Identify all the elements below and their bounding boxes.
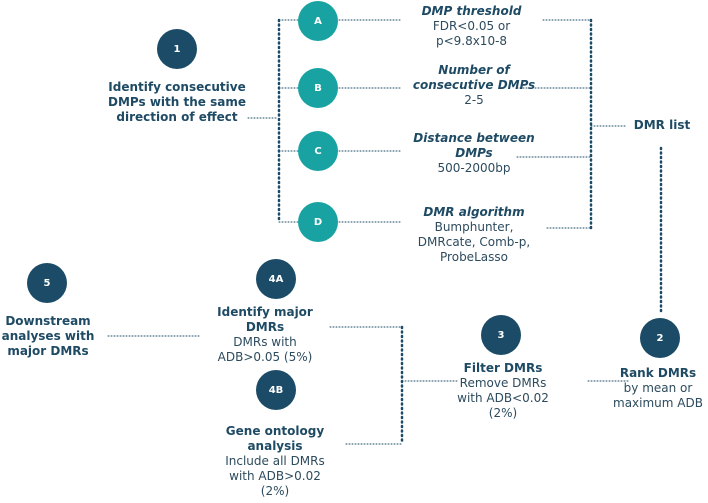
step-4b-text: Gene ontology analysis Include all DMRs … <box>204 424 346 499</box>
step-a-badge: A <box>298 1 338 41</box>
step-c-text: Distance between DMPs 500-2000bp <box>400 131 548 176</box>
step-b-title-1: Number of <box>438 63 510 77</box>
step-2-badge: 2 <box>640 318 680 358</box>
step-1-title: Identify consecutive DMPs with the same … <box>108 80 246 124</box>
step-d-badge: D <box>298 202 338 242</box>
step-5-title-2: analyses with <box>1 329 95 343</box>
dmr-list-label: DMR list <box>633 118 691 132</box>
step-b-badge: B <box>298 68 338 108</box>
step-d-title: DMR algorithm <box>423 205 525 219</box>
step-4b-desc-2: with ADB>0.02 <box>229 469 321 483</box>
step-b-desc: 2-5 <box>464 93 484 107</box>
step-2-title: Rank DMRs <box>619 366 697 380</box>
step-3-title: Filter DMRs <box>463 361 543 375</box>
step-a-text: DMP threshold FDR<0.05 or p<9.8x10-8 <box>400 4 543 49</box>
step-3-desc-2: with ADB<0.02 <box>457 391 549 405</box>
step-3-badge: 3 <box>481 315 521 355</box>
step-d-letter: D <box>313 216 323 228</box>
step-c-title-2: DMPs <box>455 146 493 160</box>
step-d-desc-2: DMRcate, Comb-p, <box>417 235 531 249</box>
step-b-letter: B <box>314 82 322 94</box>
step-4a-title-1: Identify major <box>217 305 313 319</box>
step-4a-desc-1: DMRs with <box>233 335 297 349</box>
step-c-badge: C <box>298 131 338 171</box>
step-3-desc-1: Remove DMRs <box>459 376 547 390</box>
step-b-title-2: consecutive DMPs <box>412 78 536 92</box>
step-4b-desc-1: Include all DMRs <box>225 454 325 468</box>
step-4b-desc-3: (2%) <box>260 484 290 498</box>
step-3-text: Filter DMRs Remove DMRs with ADB<0.02 (2… <box>452 361 554 421</box>
step-2-desc-1: by mean or <box>623 381 693 395</box>
step-4a-title-2: DMRs <box>245 320 285 334</box>
step-5-badge: 5 <box>27 263 67 303</box>
step-d-desc-3: ProbeLasso <box>440 250 508 264</box>
step-d-desc-1: Bumphunter, <box>434 220 514 234</box>
step-a-title: DMP threshold <box>421 4 522 18</box>
step-c-letter: C <box>314 145 322 157</box>
step-4b-number: 4B <box>268 384 284 396</box>
step-4a-number: 4A <box>268 273 284 285</box>
step-4b-title-2: analysis <box>247 439 303 453</box>
step-2-desc-2: maximum ADB <box>613 396 703 410</box>
step-2-text: Rank DMRs by mean or maximum ADB <box>608 366 708 411</box>
step-1-badge: 1 <box>157 29 197 69</box>
step-5-title-3: major DMRs <box>7 344 89 358</box>
step-b-text: Number of consecutive DMPs 2-5 <box>400 63 548 108</box>
step-c-title-1: Distance between <box>413 131 535 145</box>
step-3-desc-3: (2%) <box>488 406 518 420</box>
step-3-number: 3 <box>497 329 505 341</box>
step-1-number: 1 <box>173 43 181 55</box>
step-a-letter: A <box>314 15 322 27</box>
step-a-desc-2: p<9.8x10-8 <box>435 34 508 48</box>
step-5-title-1: Downstream <box>5 314 91 328</box>
step-4a-desc-2: ADB>0.05 (5%) <box>217 350 313 364</box>
step-5-text: Downstream analyses with major DMRs <box>0 314 96 359</box>
step-4b-title-1: Gene ontology <box>225 424 325 438</box>
step-5-number: 5 <box>43 277 51 289</box>
step-4a-text: Identify major DMRs DMRs with ADB>0.05 (… <box>200 305 330 365</box>
step-c-desc: 500-2000bp <box>437 161 511 175</box>
step-d-text: DMR algorithm Bumphunter, DMRcate, Comb-… <box>400 205 548 265</box>
step-4b-badge: 4B <box>256 370 296 410</box>
step-a-desc-1: FDR<0.05 or <box>432 19 511 33</box>
step-2-number: 2 <box>656 332 664 344</box>
step-4a-badge: 4A <box>256 259 296 299</box>
